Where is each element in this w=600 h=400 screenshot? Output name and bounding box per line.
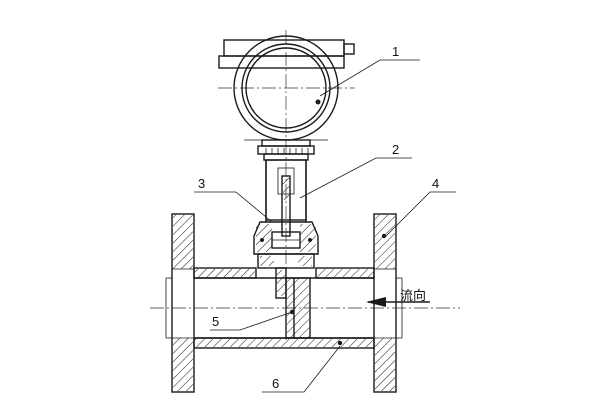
callout-2: 2 [392,142,399,157]
head-marker-dot [315,99,321,105]
flow-direction-label: 流向 [400,288,426,304]
vortex-shedder [275,267,311,339]
neck-connector [257,139,315,161]
mounting-base [253,221,319,269]
callout-3: 3 [198,176,205,191]
flow-arrow [366,297,430,307]
callout-5: 5 [212,314,219,329]
callout-6: 6 [272,376,279,391]
sensor-column [265,159,307,237]
callout-1: 1 [392,44,399,59]
left-flange [171,213,195,393]
leader-lines [194,59,456,393]
callout-4: 4 [432,176,439,191]
